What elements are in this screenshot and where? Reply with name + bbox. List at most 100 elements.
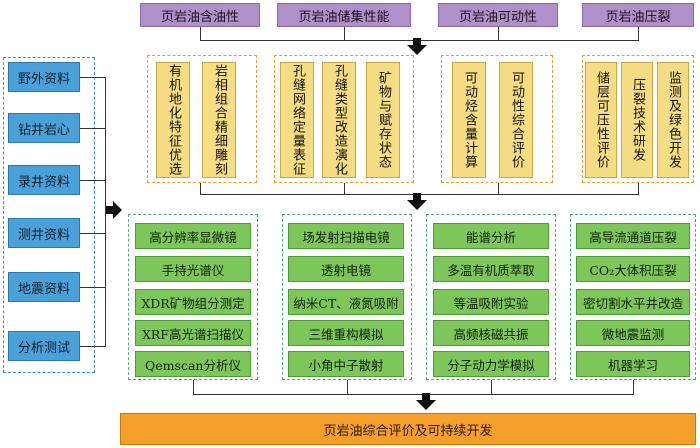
technique-group-fracturing [570, 214, 696, 380]
technique-box: 小角中子散射 [288, 351, 404, 377]
top-category-label: 页岩油可动性 [458, 9, 537, 25]
connector-line [80, 180, 105, 181]
down-arrow-icon [407, 193, 427, 210]
technique-box: 机器学习 [576, 351, 690, 377]
technique-label: 等温吸附实验 [453, 295, 529, 311]
technique-box: 等温吸附实验 [433, 289, 549, 315]
technique-label: 高导流通道压裂 [589, 229, 677, 245]
research-topic-label: 储层可压性评价 [594, 71, 609, 169]
data-source-box: 钻井岩心 [8, 113, 80, 143]
technique-label: 微地震监测 [601, 326, 665, 342]
connector-line [638, 183, 639, 194]
technique-label: 纳米CT、液氮吸附 [293, 295, 399, 311]
technique-group-oil-content [128, 214, 258, 380]
data-source-box: 分析测试 [8, 331, 80, 361]
connector-line [193, 394, 634, 395]
technique-label: 机器学习 [607, 357, 658, 373]
research-topic-box: 储层可压性评价 [585, 62, 617, 178]
research-topic-label: 可动性综合评价 [509, 71, 524, 169]
research-group-mobility [441, 55, 553, 183]
research-topic-box: 有机地化特征优选 [156, 62, 190, 178]
technique-label: 能谱分析 [465, 229, 516, 245]
top-category-label: 页岩油储集性能 [298, 9, 390, 25]
technique-label: CO₂大体积压裂 [589, 262, 677, 278]
technique-label: 高分辨率显微镜 [149, 229, 237, 245]
technique-label: 场发射扫描电镜 [302, 229, 390, 245]
data-source-group [3, 57, 95, 373]
technique-label: 分子动力学模拟 [447, 357, 535, 373]
research-group-fracturing [582, 55, 694, 183]
research-group-reservoir [274, 55, 414, 183]
connector-line [80, 346, 105, 347]
connector-line [80, 287, 105, 288]
technique-label: 高频核磁共振 [453, 326, 529, 342]
data-source-label: 地震资料 [17, 281, 70, 297]
research-group-oil-content [147, 55, 257, 183]
technique-label: 多温有机质萃取 [447, 262, 535, 278]
data-source-label: 分析测试 [17, 340, 70, 356]
goal-label: 页岩油综合评价及可持续开发 [323, 423, 493, 439]
data-source-box: 录井资料 [8, 165, 80, 195]
technique-box: XDR矿物组分测定 [135, 289, 251, 315]
technique-box: 纳米CT、液氮吸附 [288, 289, 404, 315]
connector-line [344, 27, 345, 40]
research-topic-label: 孔缝类型改造演化 [332, 64, 347, 176]
research-topic-label: 孔缝网络定量表征 [290, 64, 305, 176]
data-source-label: 测井资料 [17, 227, 70, 243]
technique-label: 手持光谱仪 [161, 262, 225, 278]
research-topic-box: 孔缝网络定量表征 [280, 62, 314, 178]
technique-box: 微地震监测 [576, 320, 690, 346]
connector-line [633, 380, 634, 394]
goal-box: 页岩油综合评价及可持续开发 [120, 413, 696, 445]
research-topic-label: 有机地化特征优选 [166, 64, 181, 176]
technique-label: 透射电镜 [320, 262, 371, 278]
technique-box: 场发射扫描电镜 [288, 223, 404, 249]
research-topic-box: 监测及绿色开发 [657, 62, 689, 178]
technique-label: 三维重构模拟 [308, 326, 384, 342]
technique-group-mobility [426, 214, 556, 380]
technique-box: XRF高光谱扫描仪 [135, 320, 251, 346]
connector-line [105, 77, 106, 347]
research-topic-box: 矿物与赋存状态 [366, 62, 400, 178]
technique-box: 能谱分析 [433, 223, 549, 249]
connector-line [498, 27, 499, 40]
connector-line [200, 27, 201, 40]
connector-line [491, 380, 492, 394]
down-arrow-icon [407, 38, 427, 55]
technique-box: 透射电镜 [288, 256, 404, 282]
top-category-reservoir: 页岩油储集性能 [277, 3, 411, 27]
data-source-box: 测井资料 [8, 218, 80, 248]
technique-box: 分子动力学模拟 [433, 351, 549, 377]
research-topic-label: 可动烃含量计算 [462, 71, 477, 169]
technique-label: XRF高光谱扫描仪 [142, 326, 244, 342]
top-category-label: 页岩油含油性 [160, 9, 239, 25]
connector-line [80, 77, 105, 78]
research-topic-box: 可动性综合评价 [499, 62, 533, 178]
connector-line [80, 128, 105, 129]
research-topic-label: 矿物与赋存状态 [376, 71, 391, 169]
research-topic-box: 可动烃含量计算 [452, 62, 486, 178]
research-topic-box: 岩相组合精细雕刻 [202, 62, 236, 178]
top-category-mobility: 页岩油可动性 [438, 3, 558, 27]
connector-line [347, 380, 348, 394]
top-category-fracturing: 页岩油压裂 [582, 3, 694, 27]
technique-box: 高分辨率显微镜 [135, 223, 251, 249]
technique-box: Qemscan分析仪 [135, 351, 251, 377]
technique-box: 密切割水平井改造 [576, 289, 690, 315]
data-source-box: 野外资料 [8, 62, 80, 92]
technique-label: XDR矿物组分测定 [141, 295, 245, 311]
data-source-label: 钻井岩心 [17, 122, 70, 138]
research-topic-label: 压裂技术研发 [630, 78, 645, 162]
research-topic-label: 监测及绿色开发 [666, 71, 681, 169]
top-category-label: 页岩油压裂 [605, 9, 671, 25]
data-source-box: 地震资料 [8, 272, 80, 302]
technique-box: CO₂大体积压裂 [576, 256, 690, 282]
research-topic-box: 压裂技术研发 [621, 62, 653, 178]
technique-label: 密切割水平井改造 [582, 295, 683, 311]
data-source-label: 野外资料 [17, 71, 70, 87]
technique-box: 高导流通道压裂 [576, 223, 690, 249]
research-topic-label: 岩相组合精细雕刻 [212, 64, 227, 176]
connector-line [344, 183, 345, 194]
technique-box: 手持光谱仪 [135, 256, 251, 282]
right-arrow-icon [106, 201, 122, 219]
